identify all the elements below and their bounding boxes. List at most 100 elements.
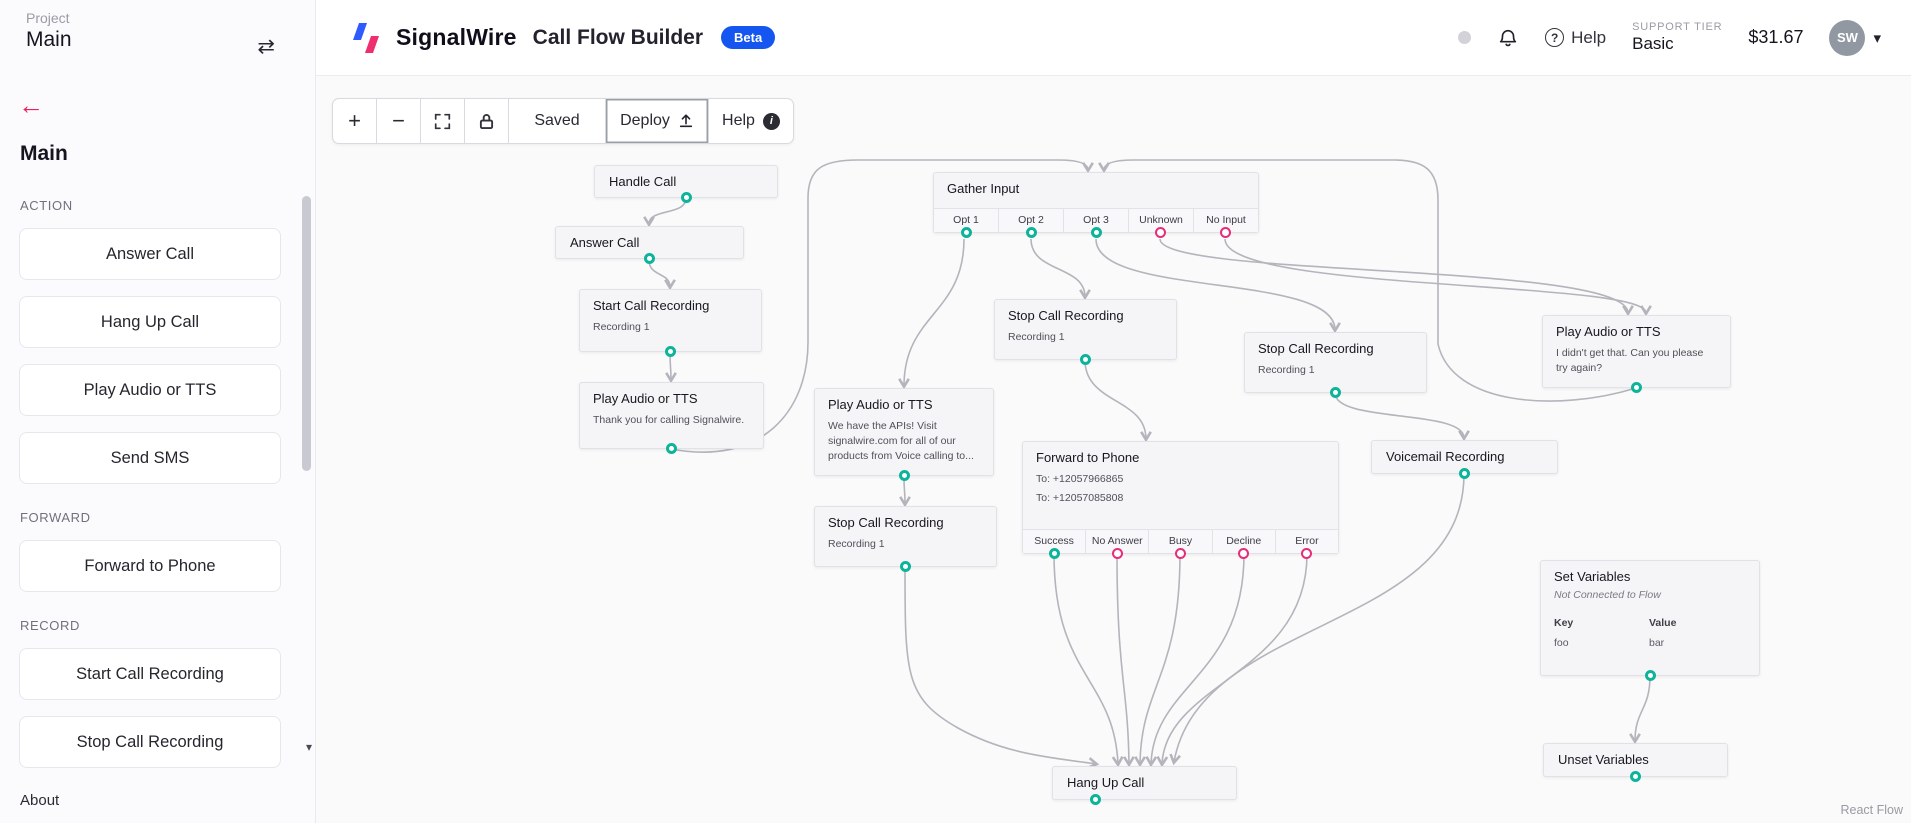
- palette-item-start-call-recording[interactable]: Start Call Recording: [19, 648, 281, 700]
- lock-button[interactable]: [464, 98, 509, 144]
- node-title: Play Audio or TTS: [828, 397, 933, 412]
- node-stop-call-recording-3[interactable]: Stop Call Recording Recording 1: [814, 506, 997, 572]
- node-set-variables[interactable]: Set Variables Not Connected to Flow Key …: [1540, 560, 1760, 681]
- output-handle[interactable]: [898, 470, 910, 481]
- project-switcher: Project Main ⇄: [0, 0, 316, 76]
- node-stop-call-recording-2[interactable]: Stop Call Recording Recording 1: [1244, 332, 1427, 398]
- support-tier: SUPPORT TIER Basic: [1632, 21, 1722, 55]
- saved-status-button[interactable]: Saved: [508, 98, 606, 144]
- zoom-out-button[interactable]: −: [376, 98, 421, 144]
- flow-canvas[interactable]: + − Saved Deploy Help i Handle Call: [316, 76, 1911, 823]
- node-play-audio-tts-welcome[interactable]: Play Audio or TTS Thank you for calling …: [579, 382, 764, 454]
- sidebar-scrollbar[interactable]: [302, 196, 311, 756]
- node-title: Answer Call: [570, 235, 640, 250]
- question-icon: ?: [1545, 28, 1565, 47]
- signalwire-logo-icon: [353, 22, 379, 53]
- node-stop-call-recording-1[interactable]: Stop Call Recording Recording 1: [994, 299, 1177, 365]
- node-answer-call[interactable]: Answer Call: [555, 226, 744, 264]
- output-handle-decline[interactable]: [1238, 548, 1249, 559]
- output-handle[interactable]: [1644, 670, 1656, 681]
- node-title: Stop Call Recording: [1008, 308, 1124, 323]
- node-play-audio-tts-menu[interactable]: Play Audio or TTS We have the APIs! Visi…: [814, 388, 994, 481]
- output-handle-no-input[interactable]: [1220, 227, 1232, 238]
- flow-title: Main: [20, 142, 68, 165]
- about-link[interactable]: About: [20, 792, 60, 809]
- forward-number-2: To: +12057085808: [1036, 491, 1124, 504]
- output-handle[interactable]: [1630, 771, 1641, 782]
- node-body: Recording 1: [593, 321, 650, 334]
- output-handle[interactable]: [1090, 794, 1101, 805]
- node-title: Forward to Phone: [1036, 450, 1140, 465]
- output-handle[interactable]: [665, 346, 676, 357]
- output-handle-unknown[interactable]: [1155, 227, 1167, 238]
- output-label-opt2: Opt 2: [998, 209, 1063, 232]
- node-body: I didn't get that. Can you please try ag…: [1556, 347, 1704, 374]
- output-handle[interactable]: [666, 443, 677, 454]
- output-label-error: Error: [1274, 530, 1338, 553]
- node-body: Recording 1: [1008, 331, 1065, 344]
- canvas-help-label: Help: [722, 112, 755, 129]
- chevron-down-icon: ▾: [1873, 29, 1881, 47]
- palette-item-hang-up-call[interactable]: Hang Up Call: [19, 296, 281, 348]
- node-handle-call[interactable]: Handle Call: [594, 165, 778, 203]
- status-dot: [1458, 31, 1472, 44]
- upload-icon: [679, 114, 693, 128]
- output-handle[interactable]: [644, 253, 655, 264]
- avatar[interactable]: SW: [1829, 19, 1866, 56]
- node-title: Play Audio or TTS: [593, 391, 698, 406]
- account-menu[interactable]: SW ▾: [1829, 19, 1881, 56]
- output-handle[interactable]: [1631, 382, 1642, 393]
- project-name[interactable]: Main: [26, 27, 72, 51]
- page-title: Call Flow Builder: [532, 25, 704, 49]
- palette-item-stop-call-recording[interactable]: Stop Call Recording: [19, 716, 281, 768]
- output-label-unknown: Unknown: [1128, 209, 1193, 232]
- info-icon: i: [762, 112, 780, 130]
- section-label-forward: FORWARD: [20, 510, 91, 525]
- scrollbar-down-arrow[interactable]: ▾: [305, 740, 312, 754]
- palette-item-play-audio-tts[interactable]: Play Audio or TTS: [19, 364, 281, 416]
- variables-table: Key Value foo bar: [1554, 613, 1746, 653]
- help-button[interactable]: ? Help: [1545, 28, 1606, 48]
- output-handle-success[interactable]: [1049, 548, 1060, 559]
- back-button[interactable]: ←: [18, 90, 44, 120]
- output-label-no-answer: No Answer: [1085, 530, 1148, 553]
- key-header: Key: [1554, 617, 1574, 630]
- node-forward-to-phone[interactable]: Forward to Phone To: +12057966865 To: +1…: [1022, 441, 1339, 559]
- node-play-audio-tts-retry[interactable]: Play Audio or TTS I didn't get that. Can…: [1542, 315, 1731, 393]
- flow-edges: [643, 159, 1652, 769]
- notifications-button[interactable]: [1497, 27, 1519, 49]
- palette-item-forward-to-phone[interactable]: Forward to Phone: [19, 540, 281, 592]
- output-handle-opt1[interactable]: [960, 227, 972, 238]
- palette-scroll-area: ACTION Answer Call Hang Up Call Play Aud…: [0, 188, 315, 783]
- fit-view-button[interactable]: [420, 98, 465, 144]
- node-gather-input[interactable]: Gather Input Opt 1 Opt 2 Opt 3 Unknown N…: [933, 172, 1259, 238]
- deploy-button[interactable]: Deploy: [605, 98, 709, 144]
- node-hang-up-call[interactable]: Hang Up Call: [1052, 766, 1237, 805]
- palette-item-send-sms[interactable]: Send SMS: [19, 432, 281, 484]
- output-handle-opt3[interactable]: [1090, 227, 1102, 238]
- zoom-in-button[interactable]: +: [332, 98, 377, 144]
- output-handle[interactable]: [900, 561, 911, 572]
- switch-project-icon[interactable]: ⇄: [257, 34, 275, 58]
- section-label-action: ACTION: [20, 198, 73, 213]
- palette-item-answer-call[interactable]: Answer Call: [19, 228, 281, 280]
- node-body: Recording 1: [1258, 364, 1315, 377]
- node-body: To: +12057966865 To: +12057085808: [1023, 470, 1338, 514]
- output-handle-opt2[interactable]: [1025, 227, 1037, 238]
- output-label-decline: Decline: [1211, 530, 1275, 553]
- output-handle[interactable]: [680, 192, 692, 203]
- output-handle-error[interactable]: [1301, 548, 1312, 559]
- value-cell: bar: [1649, 637, 1665, 650]
- node-title: Start Call Recording: [593, 298, 710, 313]
- output-handle[interactable]: [1459, 468, 1470, 479]
- node-start-call-recording[interactable]: Start Call Recording Recording 1: [579, 289, 762, 357]
- output-handle[interactable]: [1330, 387, 1341, 398]
- output-handle-no-answer[interactable]: [1112, 548, 1123, 559]
- output-handle[interactable]: [1080, 354, 1091, 365]
- canvas-help-button[interactable]: Help i: [708, 98, 794, 144]
- node-unset-variables[interactable]: Unset Variables: [1543, 743, 1728, 782]
- node-voicemail-recording[interactable]: Voicemail Recording: [1371, 440, 1558, 479]
- brand: SignalWire Call Flow Builder Beta: [348, 21, 776, 55]
- scrollbar-thumb[interactable]: [302, 196, 311, 471]
- output-handle-busy[interactable]: [1175, 548, 1186, 559]
